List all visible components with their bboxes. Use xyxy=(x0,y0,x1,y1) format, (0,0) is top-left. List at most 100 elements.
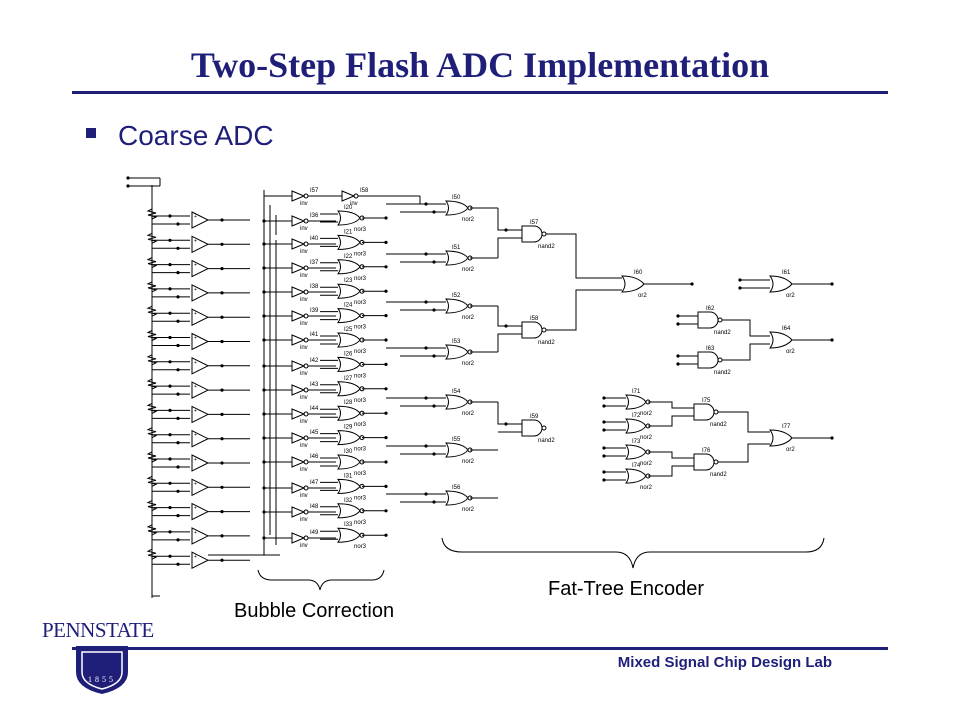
gate-instance-label: I76 xyxy=(702,448,711,454)
inverter-symbol xyxy=(291,190,306,202)
gate-type-label: nor3 xyxy=(354,276,367,282)
footer-lab-name: Mixed Signal Chip Design Lab xyxy=(617,654,832,671)
fat-tree-encoder-label: Fat-Tree Encoder xyxy=(548,578,704,600)
gate-type-label: inv xyxy=(350,201,358,207)
pin-dot xyxy=(176,514,180,518)
inverter-label: I49 xyxy=(310,530,319,536)
gate-type-label: nand2 xyxy=(714,370,731,376)
pin-dot xyxy=(602,428,606,432)
resistor-symbol xyxy=(146,475,158,487)
output-bubble xyxy=(713,409,719,415)
gate-type-label: nor3 xyxy=(354,251,367,257)
nand-gate-symbol xyxy=(693,403,715,421)
comparator-plus: + xyxy=(194,384,197,390)
fat-tree-encoder-brace xyxy=(441,537,825,569)
nand-gate-symbol xyxy=(697,351,719,369)
pin-dot xyxy=(424,396,428,400)
pin-dot xyxy=(220,461,224,465)
gate-instance-label: I54 xyxy=(452,389,461,395)
gate-type-label: nor2 xyxy=(462,459,475,465)
gate-instance-label: I75 xyxy=(702,398,711,404)
comparator-symbol xyxy=(191,332,210,351)
inverter-symbol xyxy=(291,384,306,396)
pin-dot xyxy=(432,354,436,358)
nor-gate-symbol xyxy=(445,298,469,314)
comparator-symbol xyxy=(191,381,210,399)
pin-dot xyxy=(738,278,742,282)
pin-dot xyxy=(176,271,180,275)
pin-dot xyxy=(602,420,606,424)
output-bubble xyxy=(541,327,547,333)
comparator-plus: + xyxy=(194,238,197,244)
inverter-symbol xyxy=(291,408,306,420)
or-gate-symbol xyxy=(769,275,793,293)
gate-type-label: nand2 xyxy=(710,472,727,478)
pin-dot xyxy=(220,291,224,295)
pin-dot xyxy=(168,408,172,412)
pin-dot xyxy=(262,388,266,392)
gate-instance-label: I64 xyxy=(782,326,791,332)
pin-dot xyxy=(220,315,224,319)
bullet-text: Coarse ADC xyxy=(118,120,274,151)
pin-dot xyxy=(384,314,388,318)
inverter-symbol xyxy=(291,360,306,372)
pin-dot xyxy=(384,289,388,293)
gate-instance-label: I53 xyxy=(452,339,461,345)
pin-dot xyxy=(432,308,436,312)
inverter-label: I48 xyxy=(310,504,319,510)
nor-gate-symbol xyxy=(445,344,469,360)
wire xyxy=(648,465,694,477)
inverter-label: I42 xyxy=(310,358,319,364)
pin-dot xyxy=(126,184,130,188)
nor-gate-symbol xyxy=(337,381,361,397)
pin-dot xyxy=(676,314,680,318)
wire xyxy=(722,319,770,337)
nor-gate-symbol xyxy=(625,394,647,410)
gate-type-label: nor3 xyxy=(354,300,367,306)
pin-dot xyxy=(168,433,172,437)
comparator-symbol xyxy=(191,527,210,545)
gate-type-label: nor3 xyxy=(354,447,367,453)
pin-dot xyxy=(220,218,224,222)
output-bubble xyxy=(541,425,547,431)
pin-dot xyxy=(176,343,180,348)
gate-type-label: inv xyxy=(300,395,308,401)
gate-type-label: nand2 xyxy=(538,340,555,346)
gate-type-label: nor2 xyxy=(462,217,475,223)
nor-gate-symbol xyxy=(337,430,361,446)
inverter-symbol xyxy=(341,190,356,202)
pin-dot xyxy=(384,240,388,244)
shield-icon: 1855 xyxy=(76,646,128,694)
gate-type-label: nor3 xyxy=(354,471,367,477)
nor-gate-symbol xyxy=(337,356,361,372)
inverter-label: I44 xyxy=(310,406,319,412)
inverter-label: I57 xyxy=(310,188,319,194)
gate-type-label: nor3 xyxy=(354,373,367,379)
gate-instance-label: I63 xyxy=(706,346,715,352)
inverter-symbol xyxy=(291,532,306,544)
gate-instance-label: I28 xyxy=(344,400,353,406)
gate-instance-label: I25 xyxy=(344,327,353,333)
gate-type-label: nor2 xyxy=(462,315,475,321)
pin-dot xyxy=(176,562,180,566)
gate-instance-label: I52 xyxy=(452,293,461,299)
pin-dot xyxy=(424,252,428,256)
gate-instance-label: I27 xyxy=(344,376,353,382)
pin-dot xyxy=(220,388,224,392)
pin-dot xyxy=(432,260,436,264)
pin-dot xyxy=(384,436,388,440)
pin-dot xyxy=(262,536,266,540)
gate-type-label: nand2 xyxy=(714,330,731,336)
pin-dot xyxy=(830,282,834,286)
gate-type-label: or2 xyxy=(786,293,795,299)
pin-dot xyxy=(168,360,172,364)
comparator-symbol xyxy=(191,284,210,302)
inverter-label: I39 xyxy=(310,308,319,314)
nor-gate-symbol xyxy=(337,308,361,324)
pin-dot xyxy=(384,411,388,415)
pin-dot xyxy=(168,263,172,267)
wire xyxy=(648,451,694,459)
wire xyxy=(497,208,522,231)
pin-dot xyxy=(602,478,606,482)
nor-gate-symbol xyxy=(337,405,361,421)
